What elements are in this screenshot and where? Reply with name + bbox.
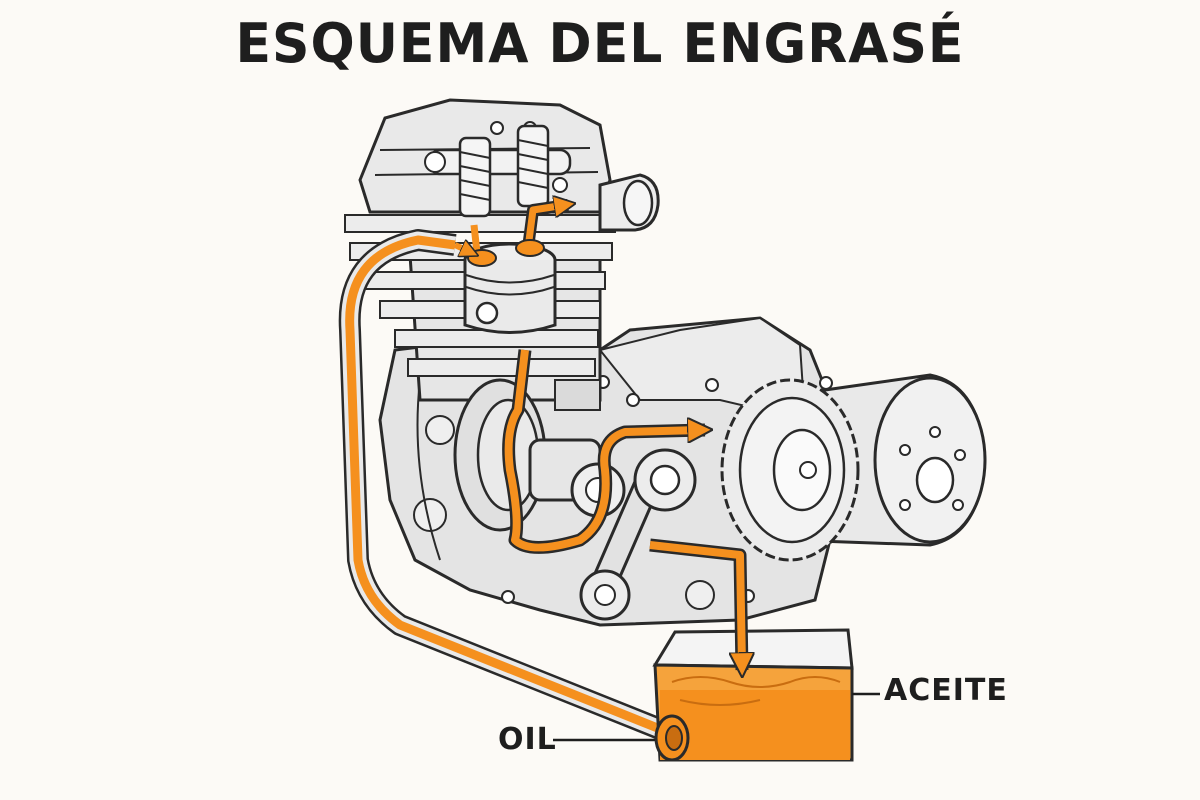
oil-sump-label: ACEITE <box>884 673 1008 708</box>
intake-port <box>598 173 660 232</box>
oil-flow-arrows <box>453 205 742 670</box>
oil-flow-arrow-head <box>524 205 565 249</box>
bolt-icon <box>819 376 833 390</box>
bolt-icon <box>501 590 515 604</box>
timing-gear-drive <box>720 373 987 562</box>
connecting-rod <box>579 448 697 621</box>
oil-flow-arrow-sump <box>649 541 742 665</box>
oil-feed-pipe <box>338 229 680 746</box>
oil-pickup-label: OIL <box>498 722 557 757</box>
bolt-icon <box>705 378 719 392</box>
bolt-icon <box>626 393 640 407</box>
oil-flow-arrow-crank <box>504 349 700 552</box>
valve-springs <box>458 124 550 218</box>
bolt-icon <box>552 177 568 193</box>
crankshaft <box>453 378 626 532</box>
bolt-icon <box>490 121 504 135</box>
diagram-title: ESQUEMA DEL ENGRASÉ <box>235 12 965 76</box>
oil-sump <box>652 628 854 762</box>
